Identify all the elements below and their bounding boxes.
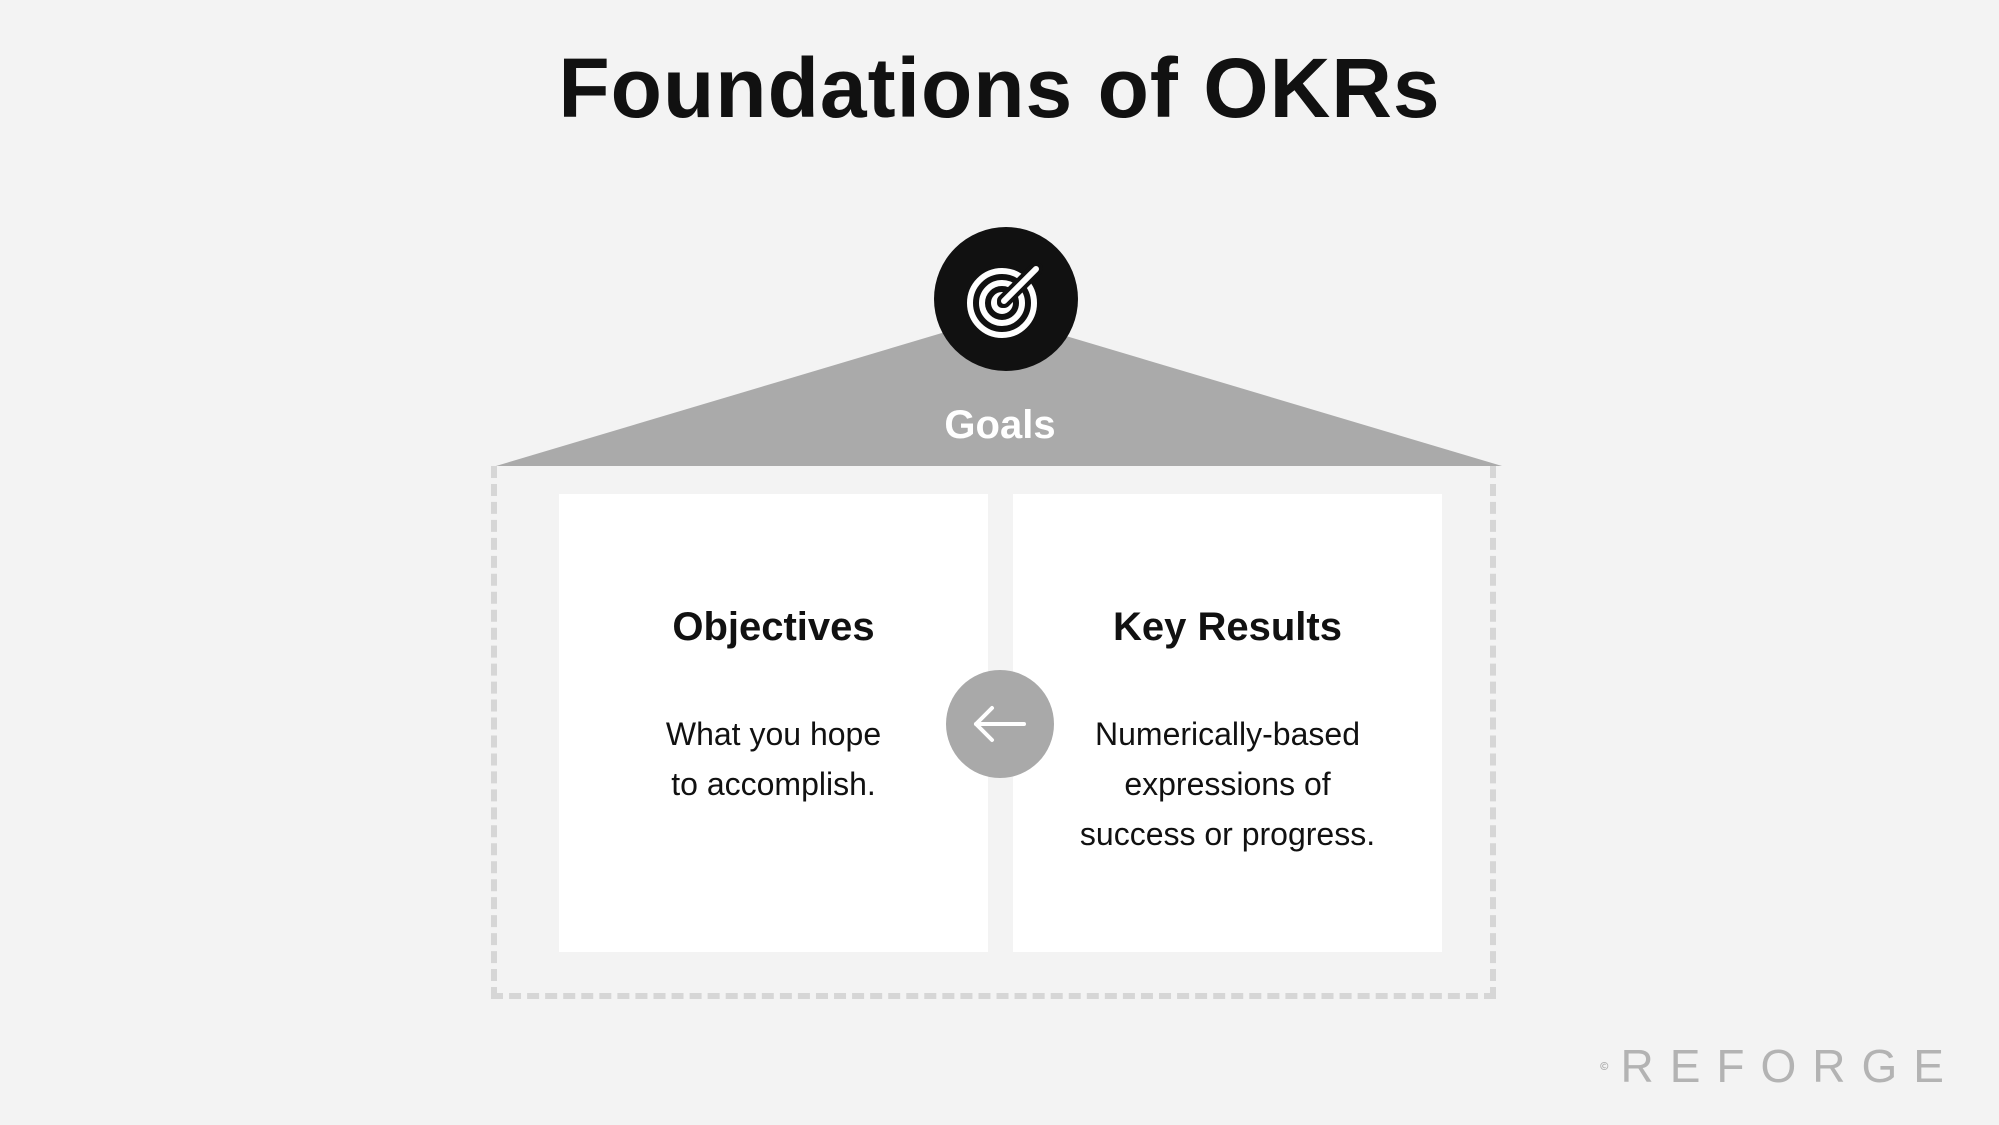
- roof-shape: [496, 316, 1502, 466]
- key-results-description-line: Numerically-based: [1095, 716, 1360, 752]
- objectives-description: What you hope to accomplish.: [659, 709, 888, 809]
- page-title: Foundations of OKRs: [558, 41, 1441, 135]
- dashed-frame: [491, 466, 1496, 999]
- key-results-description-line: expressions of: [1124, 766, 1331, 802]
- key-results-card: Key Results Numerically-based expression…: [1013, 494, 1442, 952]
- target-badge: [934, 227, 1078, 371]
- key-results-description-line: success or progress.: [1079, 816, 1376, 852]
- copyright-icon: [1600, 1061, 1609, 1071]
- objectives-card: Objectives What you hope to accomplish.: [559, 494, 988, 952]
- key-results-description: Numerically-based expressions of success…: [1053, 709, 1402, 859]
- goals-label: Goals: [944, 403, 1056, 447]
- arrow-badge: [946, 670, 1054, 778]
- objectives-description-line: What you hope: [665, 716, 882, 752]
- watermark-text: REFORGE: [1620, 1040, 1960, 1092]
- target-icon: [967, 262, 1043, 338]
- arrow-left-icon: [974, 706, 1026, 742]
- objectives-description-line: to accomplish.: [671, 766, 876, 802]
- objectives-title: Objectives: [672, 605, 875, 649]
- watermark: REFORGE: [1600, 1038, 1960, 1094]
- key-results-title: Key Results: [1113, 605, 1342, 649]
